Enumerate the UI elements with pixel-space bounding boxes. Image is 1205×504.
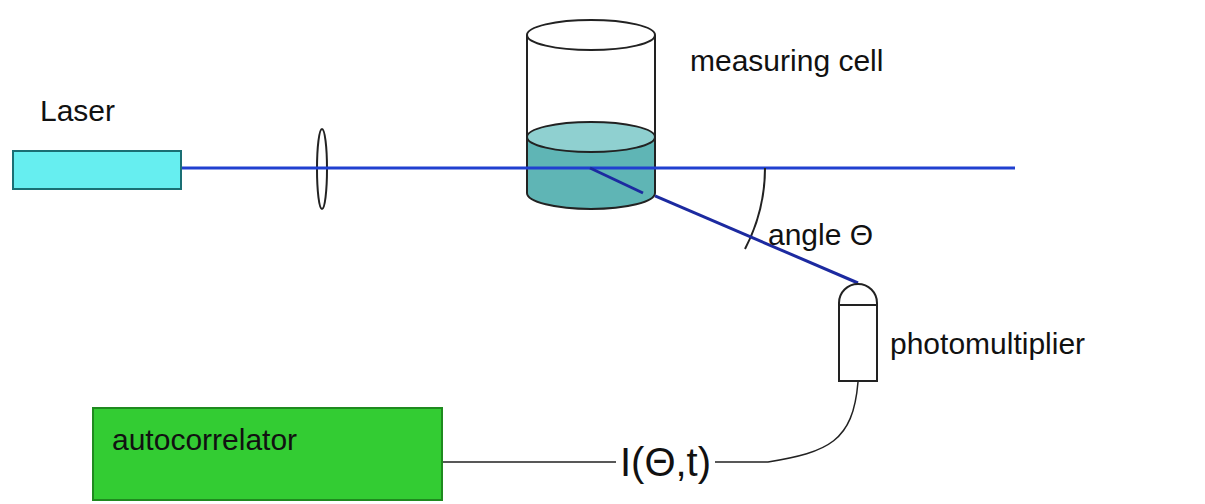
laser-beam xyxy=(527,167,1015,170)
photomultiplier-tube xyxy=(838,283,878,382)
autocorrelator-label: autocorrelator xyxy=(112,423,297,458)
cell-cylinder xyxy=(527,20,655,209)
signal-label: I(Θ,t) xyxy=(616,440,715,484)
pm-label: photomultiplier xyxy=(890,327,1085,362)
cell-label: measuring cell xyxy=(690,44,883,79)
laser-label: Laser xyxy=(40,94,115,129)
laser-beam xyxy=(182,167,527,170)
laser-box: Laser xyxy=(12,150,182,190)
measuring-cell: measuring cell xyxy=(527,20,655,209)
scattered-beam xyxy=(590,168,643,193)
autocorrelator-box: autocorrelator xyxy=(92,407,443,501)
angle-label: angle Θ xyxy=(768,218,873,253)
photomultiplier: photomultiplier xyxy=(838,283,878,382)
